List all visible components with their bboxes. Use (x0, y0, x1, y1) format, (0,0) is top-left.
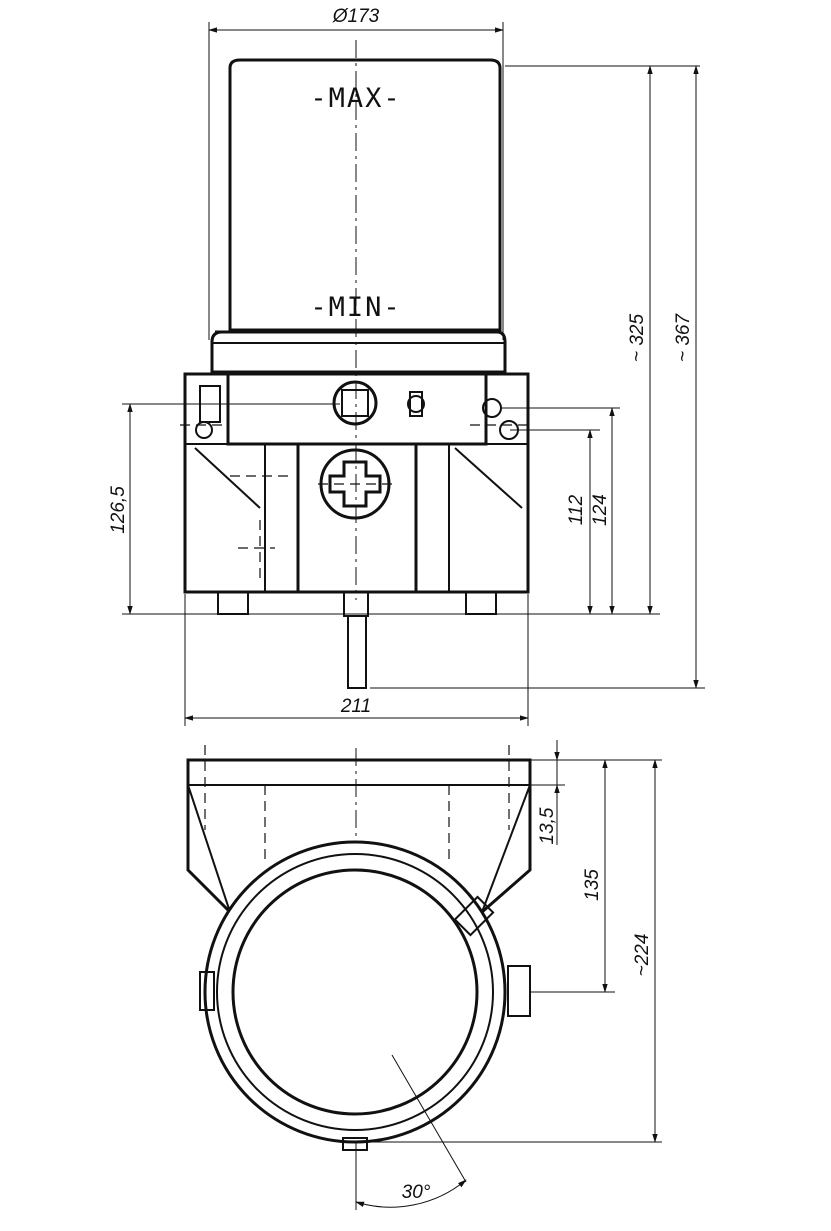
min-level-label: -MIN- (310, 292, 401, 323)
dimension-135: 135 (530, 759, 615, 993)
dim-325-label: ~ 325 (627, 314, 648, 363)
front-view: Ø173 -MAX- -MIN- (108, 6, 705, 726)
max-level-label: -MAX- (310, 83, 401, 114)
pump-body (180, 372, 530, 689)
top-view: 13,5 135 ~224 30° (186, 740, 662, 1210)
diameter-label: Ø173 (332, 6, 380, 27)
dimension-13-5: 13,5 (530, 740, 565, 845)
dim-211-label: 211 (340, 696, 371, 717)
dim-135-label: 135 (582, 869, 603, 901)
reservoir: -MAX- -MIN- (210, 58, 507, 374)
dim-13-5-label: 13,5 (537, 807, 558, 844)
dimension-126-5: 126,5 (108, 403, 530, 615)
dimension-325-367: ~ 325 ~ 367 (370, 65, 705, 689)
dimension-224: ~224 (370, 759, 662, 1143)
reservoir-top (199, 840, 531, 1151)
dimension-211: 211 (184, 594, 529, 726)
angle-30-label: 30° (402, 1182, 431, 1203)
dimension-112-124: 112 124 (500, 407, 620, 615)
dim-367-label: ~ 367 (673, 313, 694, 363)
angle-30: 30° (355, 1054, 467, 1210)
dim-126-5-label: 126,5 (108, 486, 129, 534)
dim-224-label: ~224 (632, 934, 653, 977)
diameter-dimension: Ø173 (208, 6, 504, 340)
dim-124-label: 124 (590, 494, 611, 526)
dim-112-label: 112 (566, 494, 587, 525)
